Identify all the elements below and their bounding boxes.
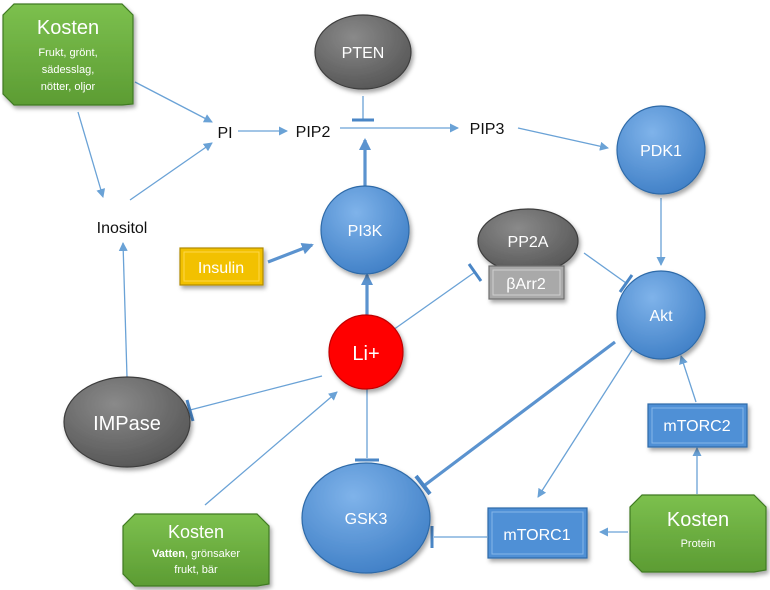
lithium-label: Li+	[352, 343, 379, 365]
kosten-bottom-line-1: Vatten, grönsaker	[152, 548, 240, 560]
edge-li-inhibits-barr2	[392, 271, 476, 331]
edge-impase-to-inositol	[118, 242, 128, 378]
edge-kosten-to-pi	[134, 81, 213, 123]
pi-label: PI	[217, 125, 232, 142]
edge-inositol-to-pi	[129, 142, 213, 201]
impase-node: IMPase	[63, 376, 191, 468]
barr2-box: βArr2	[488, 265, 565, 300]
kosten-right-sub: Protein	[681, 538, 716, 550]
edge-kosten-to-inositol	[77, 111, 106, 198]
pdk1-label: PDK1	[640, 143, 682, 160]
kosten-bottom-title: Kosten	[168, 522, 224, 542]
gsk3-label: GSK3	[345, 511, 388, 528]
tbar-pp2a-akt	[618, 274, 634, 293]
pi3k-node: PI3K	[320, 185, 410, 275]
kosten-diet-box-right: Kosten Protein	[629, 494, 767, 573]
inositol-label: Inositol	[97, 220, 148, 237]
pten-node: PTEN	[314, 14, 412, 90]
pdk1-node: PDK1	[616, 105, 706, 195]
lithium-node: Li+	[328, 314, 404, 390]
pip3-label: PIP3	[470, 121, 505, 138]
kosten-top-line-3: nötter, oljor	[41, 81, 96, 93]
edge-insulin-to-pi3k	[267, 243, 314, 264]
kosten-bottom-line-1-bold: Vatten	[152, 548, 185, 560]
mtorc1-label: mTORC1	[503, 527, 570, 544]
edges	[77, 81, 702, 548]
kosten-diet-box-bottom: Kosten Vatten, grönsaker frukt, bär	[122, 513, 270, 587]
impase-label: IMPase	[93, 413, 161, 435]
insulin-box: Insulin	[179, 247, 264, 286]
kosten-bottom-line-2: frukt, bär	[174, 564, 218, 576]
tbar-li-impase	[185, 399, 195, 422]
mtorc2-label: mTORC2	[663, 418, 730, 435]
kosten-top-line-1: Frukt, grönt,	[38, 47, 97, 59]
edge-akt-to-mtorc1	[537, 349, 633, 498]
edge-kosten-to-li	[204, 391, 338, 506]
edge-mtorc2-to-akt	[679, 355, 697, 403]
kosten-right-title: Kosten	[667, 509, 729, 531]
tbar-li-barr2	[467, 263, 483, 282]
kosten-bottom-line-1-rest: , grönsaker	[185, 548, 240, 560]
edge-pip3-to-pdk1	[517, 127, 609, 151]
akt-node: Akt	[616, 270, 706, 360]
mtorc2-box: mTORC2	[647, 403, 748, 448]
pi3k-label: PI3K	[348, 223, 383, 240]
pp2a-label: PP2A	[508, 234, 549, 251]
pip2-label: PIP2	[296, 124, 331, 141]
insulin-label: Insulin	[198, 260, 244, 277]
mtorc1-box: mTORC1	[487, 507, 588, 559]
pten-label: PTEN	[342, 45, 385, 62]
pp2a-node: PP2A	[477, 208, 579, 274]
edge-pp2a-inhibits-akt	[583, 252, 627, 284]
gsk3-node: GSK3	[301, 462, 431, 574]
tbar-akt-gsk3	[414, 474, 432, 496]
barr2-label: βArr2	[506, 276, 546, 293]
edge-akt-inhibits-gsk3	[424, 340, 616, 487]
kosten-top-line-2: sädesslag,	[42, 64, 95, 76]
akt-label: Akt	[649, 308, 673, 325]
edge-li-inhibits-impase	[189, 375, 323, 411]
kosten-top-title: Kosten	[37, 17, 99, 39]
kosten-diet-box-top: Kosten Frukt, grönt, sädesslag, nötter, …	[2, 3, 134, 106]
